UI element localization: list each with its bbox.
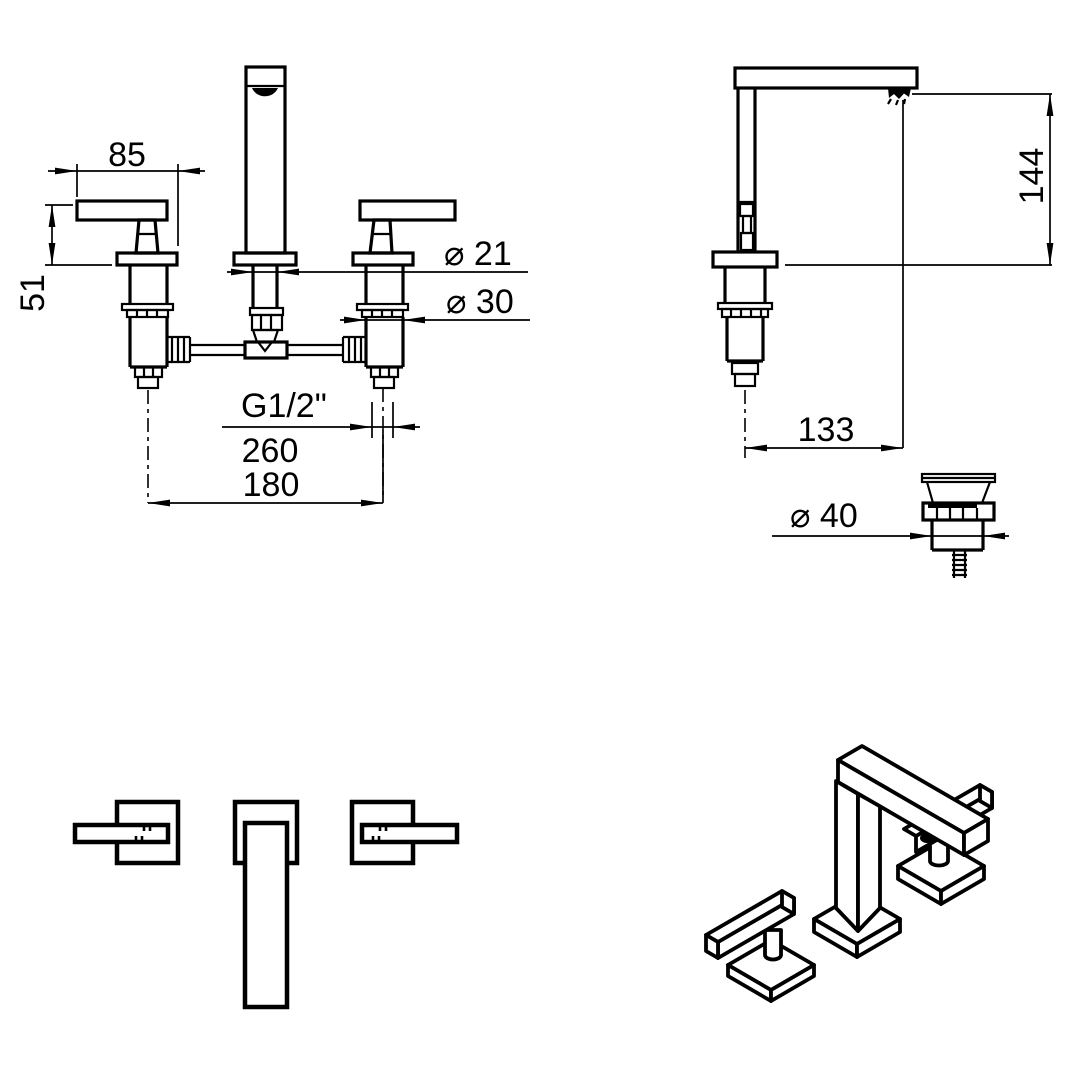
dimension-d30: ⌀ 30: [340, 283, 530, 324]
dim-180-label: 180: [243, 466, 300, 504]
dim-d21-label: ⌀ 21: [444, 235, 512, 273]
plan-left-handle: [72, 799, 181, 866]
isometric-view: [704, 744, 994, 1003]
dim-85-label: 85: [108, 136, 146, 174]
plan-right-handle: [349, 799, 460, 866]
dimension-133: 133: [745, 411, 903, 452]
dim-144-label: 144: [1013, 148, 1051, 205]
iso-left-stem: [763, 928, 783, 962]
iso-right-stem: [928, 838, 950, 868]
dimension-260-180: 260 180: [148, 430, 384, 507]
dim-260-label: 260: [242, 432, 299, 470]
plan-spout: [232, 799, 300, 1010]
dimension-85: 85: [48, 136, 205, 246]
front-spout: [232, 65, 298, 360]
front-view: 85 51 ⌀ 21 ⌀ 30 G1/2": [14, 65, 530, 507]
front-inlet-pipes: [190, 343, 343, 357]
iso-aerator-dot: [920, 833, 934, 843]
side-spout: [711, 66, 919, 458]
side-reference-lines: [785, 93, 1052, 448]
plan-view: [72, 799, 460, 1010]
dimension-d40: ⌀ 40: [772, 497, 1009, 540]
iso-spout: [812, 744, 990, 959]
dim-133-label: 133: [798, 411, 855, 449]
dim-d30-label: ⌀ 30: [446, 283, 514, 321]
waste-plug: [920, 472, 997, 578]
dimension-d21: ⌀ 21: [227, 235, 528, 276]
front-right-handle: [341, 199, 457, 497]
dim-g12-label: G1/2": [241, 387, 327, 425]
dim-d40-label: ⌀ 40: [790, 497, 858, 535]
front-left-handle: [75, 199, 192, 503]
aerator-front: [252, 88, 278, 97]
waste-plug-view: ⌀ 40: [772, 472, 1009, 578]
dimension-144: 144: [1013, 94, 1054, 265]
dim-51-label: 51: [14, 274, 52, 312]
dimension-51: 51: [14, 204, 112, 312]
dimension-g12: G1/2": [222, 387, 420, 438]
side-view: 144 133: [711, 66, 1054, 458]
aerator-side: [888, 88, 911, 99]
iso-left-handle: [704, 889, 816, 1003]
